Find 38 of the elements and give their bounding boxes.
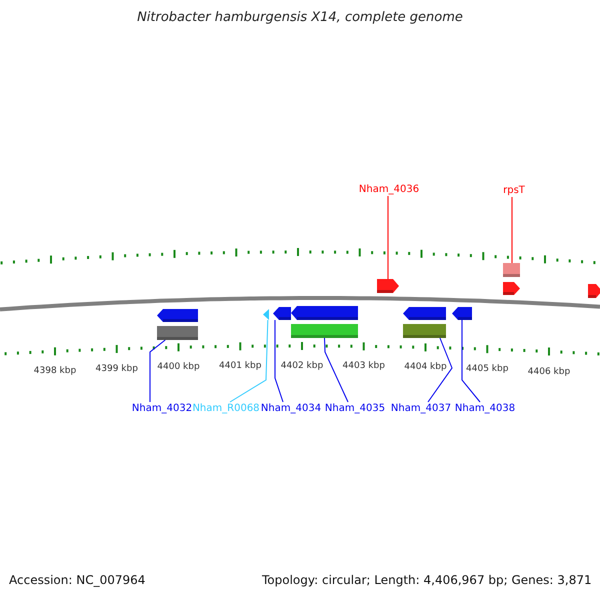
- gene-label: Nham_4036: [358, 183, 420, 196]
- scale-label: 4398 kbp: [34, 365, 76, 378]
- gene-feature: [452, 307, 472, 320]
- leader-line: [428, 338, 453, 402]
- genome-summary-text: Topology: circular; Length: 4,406,967 bp; Genes: 3,871: [262, 573, 592, 587]
- gene-bar: [291, 324, 358, 338]
- gene-bar: [157, 326, 198, 340]
- scale-label: 4403 kbp: [342, 360, 385, 374]
- gene-feature: [588, 284, 600, 298]
- gene-feature: [273, 307, 291, 320]
- leader-line: [150, 340, 166, 402]
- gene-feature: [157, 309, 198, 322]
- leader-line: [274, 320, 284, 402]
- figure-title: Nitrobacter hamburgensis X14, complete genome: [136, 10, 464, 25]
- gene-label: rpsT: [503, 184, 525, 197]
- gene-triangle: [263, 309, 269, 320]
- scale-label: 4406 kbp: [528, 366, 570, 378]
- gene-feature: [503, 282, 520, 295]
- leader-line: [230, 320, 268, 402]
- gene-label: Nham_4037: [390, 402, 452, 415]
- gene-label: Nham_4032: [132, 402, 192, 415]
- gene-label: Nham_R0068: [192, 402, 260, 415]
- gene-label: Nham_4038: [454, 402, 516, 415]
- gene-label: Nham_4035: [324, 402, 386, 415]
- accession-text: Accession: NC_007964: [9, 573, 146, 587]
- gene-feature: [377, 279, 399, 293]
- scale-label: 4405 kbp: [466, 363, 508, 376]
- leader-line: [462, 320, 480, 402]
- leader-line: [324, 338, 348, 402]
- gene-feature: [403, 307, 446, 320]
- scale-label: 4404 kbp: [404, 361, 447, 374]
- scale-label: 4400 kbp: [157, 361, 200, 374]
- scale-label: 4402 kbp: [280, 360, 324, 373]
- scale-label: 4401 kbp: [219, 360, 262, 374]
- scale-label: 4399 kbp: [96, 362, 138, 376]
- gene-label: Nham_4034: [260, 402, 322, 415]
- gene-bar: [503, 263, 520, 277]
- gene-bar: [403, 324, 446, 338]
